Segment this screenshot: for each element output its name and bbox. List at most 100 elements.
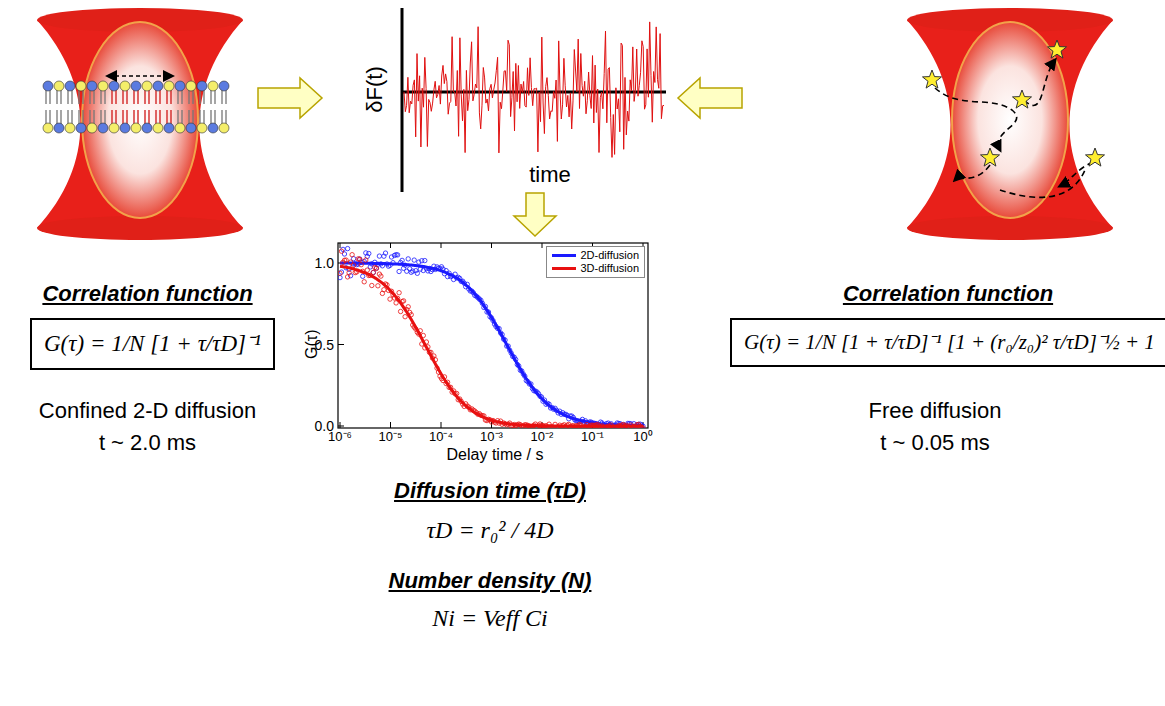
tick: [390, 422, 391, 428]
diffusion-paths: [935, 60, 1093, 197]
text-label: Free diffusion: [800, 398, 1070, 423]
lipid-tail: [46, 110, 50, 124]
lipid-tail: [222, 110, 226, 124]
lipid-head: [76, 81, 86, 91]
data-point: [400, 258, 404, 262]
text-label: Ni = Veff Ci: [380, 605, 600, 633]
lipid-tail: [79, 110, 83, 124]
lipid-head: [87, 123, 97, 133]
lipid-tail: [101, 90, 105, 104]
lipid-tail: [145, 90, 149, 104]
data-point: [401, 299, 405, 303]
data-point: [415, 271, 419, 275]
lipid-head: [164, 81, 174, 91]
lipid-head: [54, 123, 64, 133]
lipid-head: [120, 123, 130, 133]
fluorophore-star: [1048, 40, 1067, 58]
tick: [441, 243, 442, 248]
lipid-head: [208, 81, 218, 91]
fluorophore-star: [1013, 90, 1032, 108]
lipid-head: [175, 81, 185, 91]
legend-row: 3D-diffusion: [552, 262, 640, 275]
fluorophore-stars: [923, 40, 1105, 166]
data-point: [364, 258, 368, 262]
data-point: [338, 275, 342, 279]
formula-box: G(τ) = 1/N [1 + τ/τD]⁻¹: [30, 318, 275, 370]
data-point: [350, 253, 354, 257]
data-point: [382, 288, 386, 292]
data-point: [339, 249, 343, 253]
data-point: [395, 253, 399, 257]
text-label: 10⁻⁴: [425, 430, 457, 445]
lipid-head: [142, 81, 152, 91]
text-label: τD = r₀² / 4D: [380, 517, 600, 545]
tick: [491, 422, 492, 428]
text-label: 10⁻¹: [577, 430, 609, 445]
formula-text: G(τ) = 1/N [1 + τ/τD]⁻¹: [44, 330, 261, 358]
plot-frame: [338, 243, 648, 428]
lipid-head: [120, 81, 130, 91]
data-point: [412, 258, 416, 262]
lipid-head: [186, 123, 196, 133]
data-point: [345, 246, 349, 250]
data-point: [379, 274, 383, 278]
data-point: [406, 305, 410, 309]
text-label: 10⁰: [627, 430, 659, 445]
lipid-head: [131, 81, 141, 91]
lipid-head: [219, 81, 229, 91]
lipid-tail: [156, 90, 160, 104]
lipid-head: [109, 123, 119, 133]
data-point: [423, 258, 427, 262]
lipid-tail: [167, 110, 171, 124]
lipid-tail: [68, 90, 72, 104]
focal-volume: [907, 8, 1113, 240]
data-point: [388, 297, 392, 301]
lipid-tail: [68, 110, 72, 124]
data-point: [376, 284, 380, 288]
fluorescence-trace: [404, 22, 664, 158]
lipid-tail: [211, 110, 215, 124]
fluorophore-star: [981, 148, 1000, 166]
lipid-tail: [178, 110, 182, 124]
legend-row: 2D-diffusion: [552, 249, 640, 262]
text-label: 10⁻⁵: [375, 430, 407, 445]
lipid-tail: [200, 90, 204, 104]
text-label: δF(t): [362, 73, 387, 113]
lipid-head: [54, 81, 64, 91]
lipid-head: [164, 123, 174, 133]
legend-text: 2D-diffusion: [581, 249, 640, 262]
data-point: [345, 275, 349, 279]
text-label: 10⁻⁶: [324, 430, 356, 445]
data-point: [367, 251, 371, 255]
lipid-tail: [156, 110, 160, 124]
text-label: Delay time / s: [410, 446, 580, 464]
lipid-head: [219, 123, 229, 133]
lipid-tail: [123, 110, 127, 124]
lipid-tail: [112, 110, 116, 124]
lipid-tail: [90, 90, 94, 104]
tick: [340, 422, 341, 428]
lipid-head: [208, 123, 218, 133]
tick: [338, 426, 344, 427]
data-point: [359, 263, 363, 267]
tick: [542, 243, 543, 248]
lipid-head: [98, 81, 108, 91]
fit-curve: [340, 263, 643, 426]
text-label: G(τ): [303, 322, 321, 366]
text-label: Diffusion time (τD): [360, 478, 620, 503]
lipid-head: [76, 123, 86, 133]
data-point: [397, 291, 401, 295]
correlation-curves: [338, 246, 645, 428]
data-point: [405, 269, 409, 273]
lipid-head: [153, 123, 163, 133]
data-point: [403, 315, 407, 319]
lipid-tail: [178, 90, 182, 104]
data-point: [398, 309, 402, 313]
lipid-tail: [200, 110, 204, 124]
data-point: [347, 271, 351, 275]
data-point: [377, 254, 381, 258]
text-label: t ~ 0.05 ms: [800, 430, 1070, 455]
lipid-tail: [123, 90, 127, 104]
focal-volume: [37, 8, 243, 240]
data-point: [351, 263, 355, 267]
